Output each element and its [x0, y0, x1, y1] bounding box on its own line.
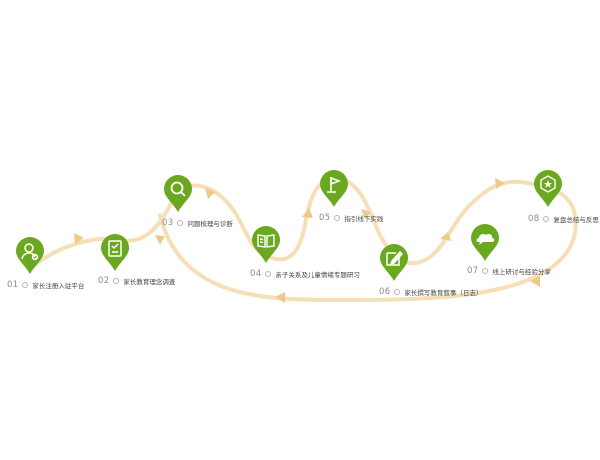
- step-02-pin[interactable]: [100, 234, 130, 272]
- step-radio-dot: [334, 215, 341, 221]
- arrow-marker: [530, 276, 540, 287]
- step-label: 线上研讨与经验分享: [492, 268, 551, 276]
- step-radio-dot: [265, 271, 272, 277]
- pencil-note-icon: [386, 250, 404, 266]
- step-label: 亲子关系及儿童情绪专题研习: [275, 271, 360, 279]
- step-02[interactable]: 02 家长教育理念调查: [98, 276, 175, 286]
- step-03[interactable]: 03 问题梳理与诊断: [162, 218, 233, 228]
- arrow-marker: [440, 232, 451, 241]
- arrow-marker: [275, 292, 285, 303]
- star-badge-icon: [540, 175, 556, 193]
- chat-cloud-icon: [476, 234, 495, 245]
- arrow-marker: [155, 235, 165, 245]
- flag-icon: [327, 176, 342, 193]
- step-radio-dot: [543, 216, 550, 222]
- arrow-marker: [205, 188, 215, 199]
- step-04[interactable]: 04 亲子关系及儿童情绪专题研习: [250, 269, 360, 279]
- arrow-marker: [302, 208, 313, 218]
- step-label: 指引线下实践: [344, 215, 384, 223]
- open-book-icon: [257, 234, 275, 248]
- step-03-pin[interactable]: [163, 175, 193, 213]
- step-label: 家长注册入驻平台: [32, 282, 85, 290]
- step-number: 07: [467, 266, 479, 276]
- step-07-pin[interactable]: [470, 224, 500, 262]
- step-05-pin[interactable]: [319, 170, 349, 208]
- step-08-pin[interactable]: [533, 170, 563, 208]
- step-06-pin[interactable]: [379, 244, 409, 282]
- step-number: 06: [379, 287, 391, 297]
- step-radio-dot: [482, 268, 489, 274]
- forward-path: [28, 175, 578, 303]
- step-08[interactable]: 08 复盘总结与反思: [528, 214, 599, 224]
- step-label: 家长教育理念调查: [123, 278, 176, 286]
- step-radio-dot: [22, 282, 29, 288]
- step-number: 02: [98, 276, 110, 286]
- step-radio-dot: [177, 220, 184, 226]
- step-04-pin[interactable]: [251, 226, 281, 264]
- step-01-pin[interactable]: [15, 237, 45, 275]
- step-07[interactable]: 07 线上研讨与经验分享: [467, 266, 551, 276]
- step-label: 问题梳理与诊断: [187, 220, 233, 228]
- clipboard-check-icon: [108, 240, 122, 257]
- step-label: 复盘总结与反思: [553, 216, 599, 224]
- step-05[interactable]: 05 指引线下实践: [319, 213, 383, 223]
- step-06[interactable]: 06 家长撰写教育叙事（日志）: [379, 287, 482, 297]
- step-radio-dot: [113, 278, 120, 284]
- flow-arrows: [74, 178, 540, 303]
- arrow-marker: [361, 209, 371, 219]
- step-label: 家长撰写教育叙事（日志）: [404, 289, 483, 297]
- arrow-marker: [495, 178, 505, 189]
- step-01[interactable]: 01 家长注册入驻平台: [7, 280, 84, 290]
- step-number: 08: [528, 214, 540, 224]
- step-number: 01: [7, 280, 19, 290]
- step-number: 03: [162, 218, 174, 228]
- arrow-marker: [74, 233, 84, 244]
- step-radio-dot: [394, 289, 401, 295]
- step-number: 04: [250, 269, 262, 279]
- step-number: 05: [319, 213, 331, 223]
- magnifier-icon: [170, 181, 186, 197]
- user-check-icon: [21, 243, 39, 261]
